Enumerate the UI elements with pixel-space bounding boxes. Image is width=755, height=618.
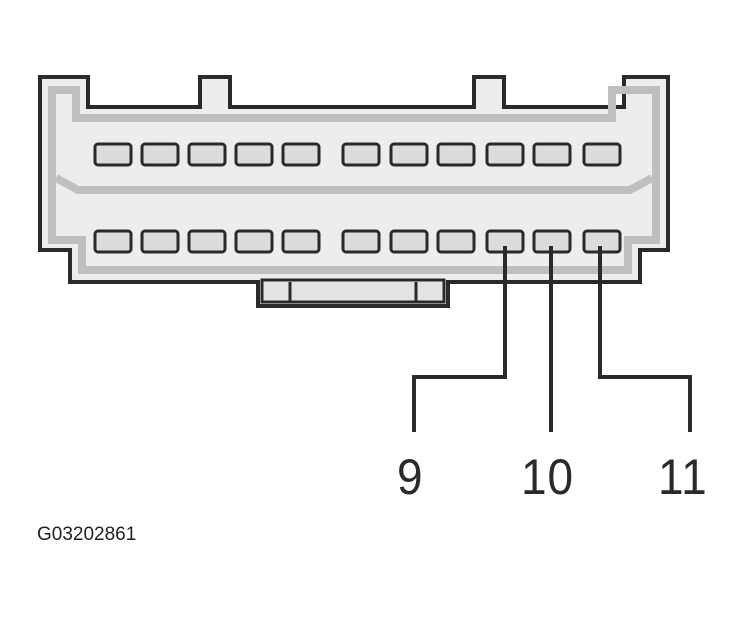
leader-line-11 bbox=[598, 246, 692, 432]
leader-line-9 bbox=[412, 246, 507, 432]
pin-label-10: 10 bbox=[521, 449, 575, 505]
pin-cavity-top-10 bbox=[532, 142, 572, 167]
pin-cavity-top-8 bbox=[436, 142, 476, 167]
pin-cavity-top-11 bbox=[582, 142, 622, 167]
pin-cavity-bottom-1 bbox=[93, 229, 133, 254]
callout-leaders bbox=[412, 246, 692, 432]
pin-cavity-bottom-4 bbox=[234, 229, 274, 254]
pin-cavity-bottom-8 bbox=[436, 229, 476, 254]
pin-label-9: 9 bbox=[397, 449, 424, 505]
figure-id: G03202861 bbox=[37, 524, 137, 545]
housing-inner-shading bbox=[48, 86, 660, 274]
pin-cavity-top-2 bbox=[140, 142, 180, 167]
pin-cavity-top-9 bbox=[485, 142, 525, 167]
pin-cavity-bottom-3 bbox=[187, 229, 227, 254]
pin-cavity-bottom-2 bbox=[140, 229, 180, 254]
locking-tab bbox=[260, 278, 446, 304]
pin-cavity-top-1 bbox=[93, 142, 133, 167]
pin-cavity-bottom-7 bbox=[389, 229, 429, 254]
pin-cavity-bottom-5 bbox=[281, 229, 321, 254]
pin-cavity-top-7 bbox=[389, 142, 429, 167]
pin-cavity-top-5 bbox=[281, 142, 321, 167]
pin-cavities bbox=[93, 142, 622, 254]
pin-cavity-top-6 bbox=[341, 142, 381, 167]
pin-cavity-bottom-6 bbox=[341, 229, 381, 254]
pin-cavity-top-4 bbox=[234, 142, 274, 167]
row-divider bbox=[54, 174, 654, 194]
pin-cavity-top-3 bbox=[187, 142, 227, 167]
pin-label-11: 11 bbox=[658, 449, 708, 505]
